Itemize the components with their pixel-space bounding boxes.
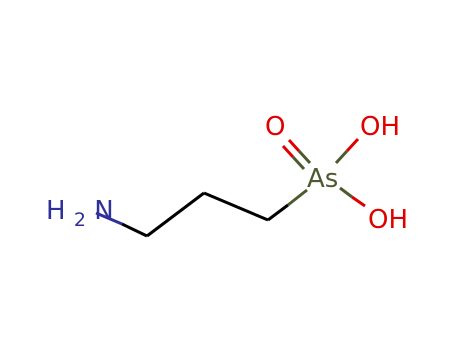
amine-hydrogen-text: H	[46, 196, 66, 226]
hydroxyl-top-label: OH	[360, 112, 400, 142]
bond-as-o-double	[281, 138, 312, 171]
bond-c3-as	[267, 188, 308, 222]
arsenic-atom-label: As	[307, 164, 338, 194]
bond-n-c1	[95, 211, 148, 238]
bond-c2-c3	[203, 191, 269, 222]
amine-label: H 2 N	[46, 196, 114, 233]
amine-hydrogen-count: 2	[74, 209, 86, 231]
hydroxyl-bottom-label: OH	[368, 205, 408, 235]
amine-nitrogen-text: N	[94, 196, 113, 226]
oxo-oxygen-label: O	[265, 112, 285, 142]
bond-as-oh-top	[334, 137, 360, 165]
bond-c1-c2	[146, 191, 205, 238]
bond-as-oh-bottom	[339, 186, 366, 208]
